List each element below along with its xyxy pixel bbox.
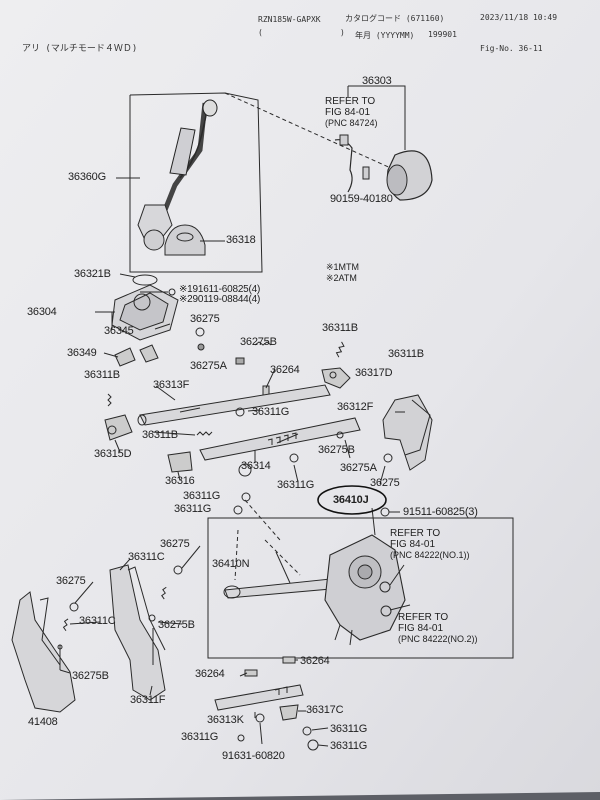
part-label-36410J: 36410J <box>333 494 369 506</box>
model-code: RZN185W-GAPXK <box>258 15 321 24</box>
part-label-36304: 36304 <box>27 306 57 318</box>
catalog-code-label: カタログコード (671160) <box>345 14 445 23</box>
ref3-line2: FIG 84-01 <box>398 623 444 634</box>
part-label-36311G-b: 36311G <box>174 503 212 515</box>
part-label-36275-right: 36275 <box>370 477 400 489</box>
part-label-36311G-mid: 36311G <box>277 479 315 491</box>
timestamp: 2023/11/18 10:49 <box>480 13 558 22</box>
part-label-36303: 36303 <box>362 75 392 87</box>
part-label-36311B-upper: 36311B <box>322 322 358 334</box>
legend-atm: ※2ATM <box>326 273 357 283</box>
refer-note-2: REFER TO FIG 84-01 (PNC 84222(NO.1)) <box>390 528 470 561</box>
part-label-36264-lower-left: 36264 <box>195 668 225 680</box>
part-label-36318: 36318 <box>226 234 256 246</box>
part-label-36311G-a: 36311G <box>183 490 221 502</box>
part-label-36275B-left: 36275B <box>158 619 195 631</box>
part-label-36275B-upper: 36275B <box>240 336 277 348</box>
header-paren-right: ) <box>340 28 345 37</box>
part-label-36345: 36345 <box>104 325 134 337</box>
ref2-line3: (PNC 84222(NO.1)) <box>390 550 470 560</box>
part-label-91611-60825: ※191611-60825(4) <box>179 284 261 295</box>
ref2-line1: REFER TO <box>390 528 441 539</box>
part-label-36275B-mid: 36275B <box>318 444 355 456</box>
part-label-36275B-lower: 36275B <box>72 670 109 682</box>
section-title: アリ (マルチモード４ＷＤ) <box>22 44 138 54</box>
part-label-90119-08844: ※290119-08844(4) <box>179 294 261 305</box>
part-label-36311F: 36311F <box>130 694 166 706</box>
part-label-36311B-right: 36311B <box>388 348 424 360</box>
part-label-36275-left: 36275 <box>160 538 190 550</box>
part-label-36315D: 36315D <box>94 448 132 460</box>
part-label-36313K: 36313K <box>207 714 244 726</box>
year-label: 年月 (YYYYMM) <box>355 31 415 40</box>
part-label-36360G: 36360G <box>68 171 106 183</box>
part-label-36311G-lower-left: 36311G <box>181 731 219 743</box>
part-label-36311G-upper: 36311G <box>252 406 290 418</box>
ref1-line1: REFER TO <box>325 96 376 107</box>
part-label-36317C: 36317C <box>306 704 344 716</box>
part-label-36317D: 36317D <box>355 367 393 379</box>
year-value: 199901 <box>428 30 457 39</box>
ref3-line3: (PNC 84222(NO.2)) <box>398 634 478 644</box>
fig-number: Fig-No. 36-11 <box>480 44 543 53</box>
refer-note-3: REFER TO FIG 84-01 (PNC 84222(NO.2)) <box>398 612 478 645</box>
part-label-91511-60825: 91511-60825(3) <box>403 506 478 518</box>
part-label-41408: 41408 <box>28 716 58 728</box>
part-label-36275A-upper: 36275A <box>190 360 227 372</box>
part-label-36316: 36316 <box>165 475 195 487</box>
part-label-36410N: 36410N <box>212 558 250 570</box>
ref2-line2: FIG 84-01 <box>390 539 436 550</box>
refer-note-1: REFER TO FIG 84-01 (PNC 84724) <box>325 96 378 129</box>
part-label-36311B-mid: 36311B <box>142 429 178 441</box>
part-label-91631-60820: 91631-60820 <box>222 750 285 762</box>
part-label-36312F: 36312F <box>337 401 374 413</box>
header-paren-left: ( <box>258 28 263 37</box>
part-label-36321B: 36321B <box>74 268 111 280</box>
part-label-36264-lower-right: 36264 <box>300 655 330 667</box>
lever-outline <box>129 92 263 273</box>
part-label-36311C-lower: 36311C <box>79 615 116 627</box>
part-label-36311G-lower-right-a: 36311G <box>330 723 368 735</box>
part-label-36264-upper: 36264 <box>270 364 300 376</box>
part-label-36311B-left: 36311B <box>84 369 120 381</box>
part-label-36275A-mid: 36275A <box>340 462 377 474</box>
part-label-36275-far-left: 36275 <box>56 575 86 587</box>
ref1-line3: (PNC 84724) <box>325 118 378 128</box>
part-label-90159-40180: 90159-40180 <box>330 193 393 205</box>
ref3-line1: REFER TO <box>398 612 449 623</box>
part-label-36311G-lower-right-b: 36311G <box>330 740 368 752</box>
part-label-36311C-upper: 36311C <box>128 551 165 563</box>
part-label-36313F: 36313F <box>153 379 190 391</box>
legend-mtm: ※1MTM <box>326 262 360 272</box>
ref1-line2: FIG 84-01 <box>325 107 371 118</box>
part-label-36314: 36314 <box>241 460 271 472</box>
part-label-36349: 36349 <box>67 347 97 359</box>
part-label-36275-upper: 36275 <box>190 313 220 325</box>
